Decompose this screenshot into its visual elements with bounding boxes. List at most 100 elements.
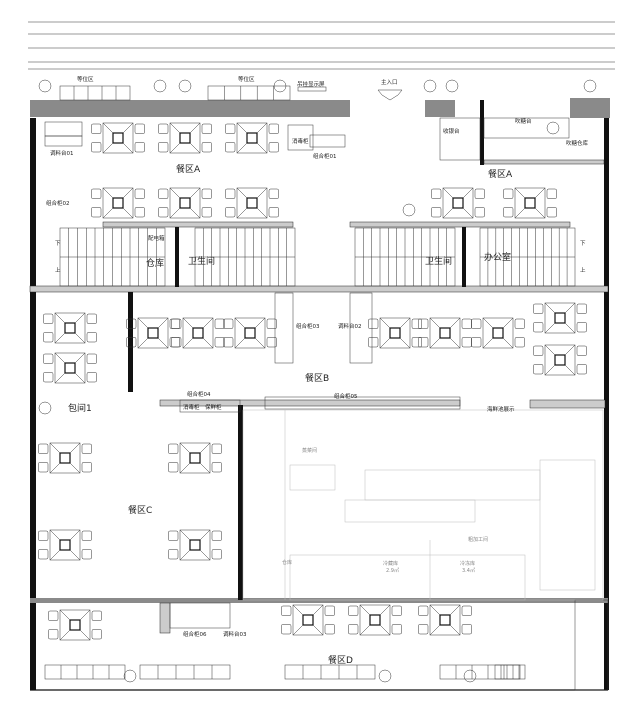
dining-table xyxy=(158,122,212,154)
label-dining-area-b: 餐区B xyxy=(305,372,329,384)
chair xyxy=(43,332,54,343)
pillar-marker xyxy=(463,669,477,683)
chair xyxy=(168,462,179,473)
label-disinfection-cabinet: 消毒柜 xyxy=(183,403,200,411)
chair xyxy=(43,372,54,383)
chair xyxy=(134,123,145,134)
chair xyxy=(225,207,236,218)
chair xyxy=(418,624,429,635)
label-disinfection-cabinet: 消毒柜 xyxy=(292,137,309,145)
chair xyxy=(81,530,92,541)
chair xyxy=(266,318,277,329)
chair xyxy=(576,303,587,314)
dining-table xyxy=(418,317,472,349)
kitchen-equipment xyxy=(242,409,604,601)
walls xyxy=(29,98,610,691)
bench xyxy=(494,664,526,680)
chair xyxy=(503,207,514,218)
chair xyxy=(268,207,279,218)
label-distribution-box: 配电箱 xyxy=(148,234,165,242)
label-combo-cabinet: 组合柜04 xyxy=(187,390,211,398)
chair xyxy=(411,337,422,348)
dining-table xyxy=(225,122,279,154)
label-seafood-display: 海鲜池展示 xyxy=(487,405,515,413)
dining-table xyxy=(225,187,279,219)
chair xyxy=(223,318,234,329)
stairs xyxy=(59,227,576,287)
label-dining-area-c: 餐区C xyxy=(128,504,152,516)
pillar-marker xyxy=(273,79,287,93)
chair xyxy=(171,318,182,329)
dining-table xyxy=(168,442,222,474)
chair xyxy=(225,188,236,199)
pillar-marker xyxy=(38,79,52,93)
label-hanging-display: 吊挂显示屏 xyxy=(297,80,325,88)
chair xyxy=(38,530,49,541)
dining-table xyxy=(43,312,97,344)
bench xyxy=(439,664,521,680)
pillar-marker xyxy=(583,79,597,93)
chair xyxy=(201,123,212,134)
chair xyxy=(533,364,544,375)
chair xyxy=(91,123,102,134)
chair xyxy=(576,364,587,375)
pillars xyxy=(38,79,597,683)
dining-table xyxy=(43,352,97,384)
chair xyxy=(91,142,102,153)
pillar-marker xyxy=(378,669,392,683)
chair xyxy=(324,624,335,635)
chair xyxy=(533,322,544,333)
chair xyxy=(418,337,429,348)
dining-table xyxy=(91,122,145,154)
chair xyxy=(126,337,137,348)
chair xyxy=(391,605,402,616)
label-waiting-area: 等位区 xyxy=(238,75,255,83)
staircase xyxy=(194,227,296,287)
chair xyxy=(281,605,292,616)
chair xyxy=(576,345,587,356)
room-labels: 等位区 等位区 吊挂显示屏 主入口 调料台01 消毒柜 组合柜01 餐区A 收银… xyxy=(46,75,589,666)
chair xyxy=(533,345,544,356)
chair xyxy=(225,142,236,153)
bench xyxy=(284,664,376,680)
dining-table xyxy=(533,302,587,334)
label-restroom: 卫生间 xyxy=(188,255,215,267)
label-combo-cabinet: 组合柜05 xyxy=(334,392,358,400)
chair xyxy=(91,188,102,199)
bench xyxy=(207,85,291,101)
hanging-display xyxy=(297,86,327,92)
chair xyxy=(86,313,97,324)
pillar-marker xyxy=(445,79,459,93)
label-main-entrance: 主入口 xyxy=(381,78,398,86)
chair xyxy=(214,318,225,329)
bench xyxy=(59,85,131,101)
dining-table xyxy=(223,317,277,349)
chair xyxy=(201,188,212,199)
chair xyxy=(158,142,169,153)
chair xyxy=(576,322,587,333)
label-fresh-cabinet: 保鲜柜 xyxy=(205,403,222,411)
chair xyxy=(48,629,59,640)
chair xyxy=(134,142,145,153)
dining-table xyxy=(38,529,92,561)
chair xyxy=(171,337,182,348)
label-restroom: 卫生间 xyxy=(425,255,452,267)
dining-table xyxy=(533,344,587,376)
pillar-marker xyxy=(423,79,437,93)
chair xyxy=(368,337,379,348)
dining-table xyxy=(38,442,92,474)
chair xyxy=(503,188,514,199)
dining-table xyxy=(158,187,212,219)
label-stair-up: 上 xyxy=(55,266,61,274)
chair xyxy=(48,610,59,621)
dining-table xyxy=(281,604,335,636)
chair xyxy=(211,530,222,541)
label-sugar-station: 吹糖台 xyxy=(515,117,532,125)
chair xyxy=(81,549,92,560)
chair xyxy=(168,549,179,560)
chair xyxy=(211,549,222,560)
chair xyxy=(431,207,442,218)
dining-table xyxy=(348,604,402,636)
label-combo-cabinet: 组合柜01 xyxy=(313,152,337,160)
chair xyxy=(225,123,236,134)
